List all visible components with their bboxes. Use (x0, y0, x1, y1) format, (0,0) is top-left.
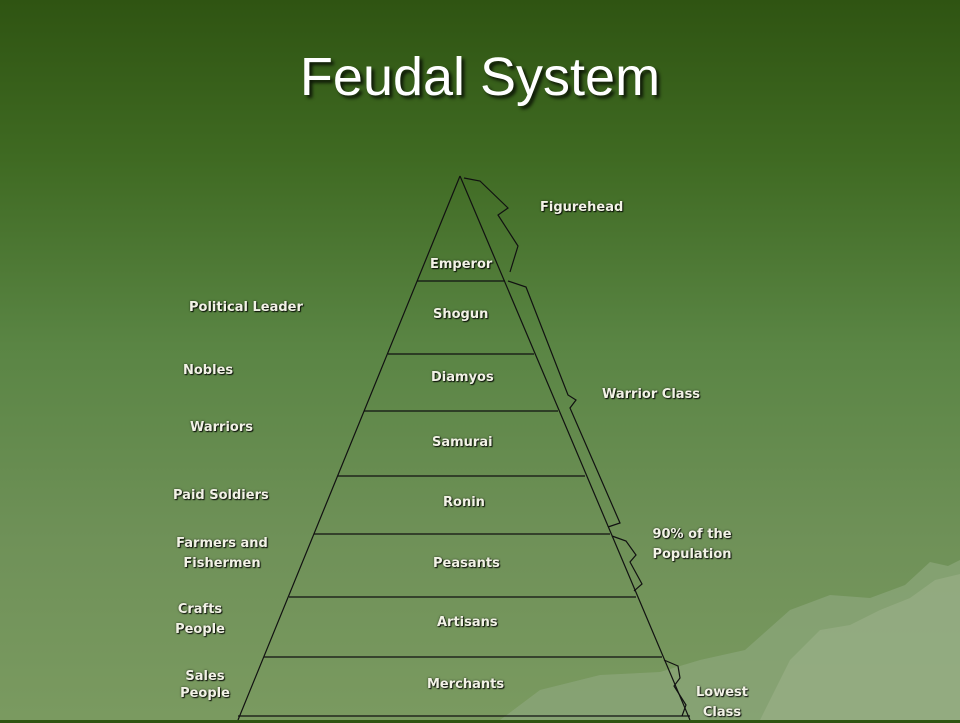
role-warriors: Warriors (190, 420, 254, 435)
role-crafts-line2: People (175, 622, 225, 637)
tier-artisans: Artisans (437, 615, 498, 630)
mountain-ridge-shading (760, 574, 960, 720)
role-farmers-line1: Farmers and (176, 536, 268, 551)
group-warrior-class: Warrior Class (602, 387, 701, 402)
role-sales-line1: Sales (185, 669, 225, 684)
tier-peasants: Peasants (433, 556, 500, 571)
group-lowest-class: Lowest Class (690, 683, 754, 723)
tier-merchants: Merchants (427, 677, 505, 692)
tier-samurai: Samurai (432, 435, 493, 450)
role-crafts-line1: Crafts (177, 602, 223, 617)
slide-title: Feudal System (299, 47, 661, 107)
role-sales-people: Sales People (172, 667, 238, 704)
population-brace (611, 535, 643, 592)
group-population-line2: Population (652, 547, 732, 562)
tier-shogun: Shogun (433, 307, 489, 322)
warrior-class-brace (507, 280, 621, 528)
tier-ronin: Ronin (443, 495, 485, 510)
role-political-leader: Political Leader (189, 300, 303, 315)
lowest-class-brace (663, 659, 687, 717)
tier-emperor: Emperor (430, 257, 493, 272)
group-population: 90% of the Population (648, 525, 736, 565)
role-paid-soldiers: Paid Soldiers (173, 488, 269, 503)
pyramid-outline (237, 175, 691, 720)
group-figurehead: Figurehead (540, 200, 624, 215)
role-nobles: Nobles (183, 363, 234, 378)
role-crafts-people: Crafts People (167, 600, 233, 640)
tier-diamyos: Diamyos (431, 370, 494, 385)
group-lowest-line1: Lowest (696, 685, 748, 700)
role-farmers-line2: Fishermen (183, 556, 261, 571)
group-lowest-line2: Class (702, 705, 742, 720)
group-population-line1: 90% of the (652, 527, 732, 542)
role-sales-line2: People (180, 686, 230, 701)
figurehead-brace (463, 177, 519, 273)
role-farmers-fishermen: Farmers and Fishermen (170, 534, 274, 574)
